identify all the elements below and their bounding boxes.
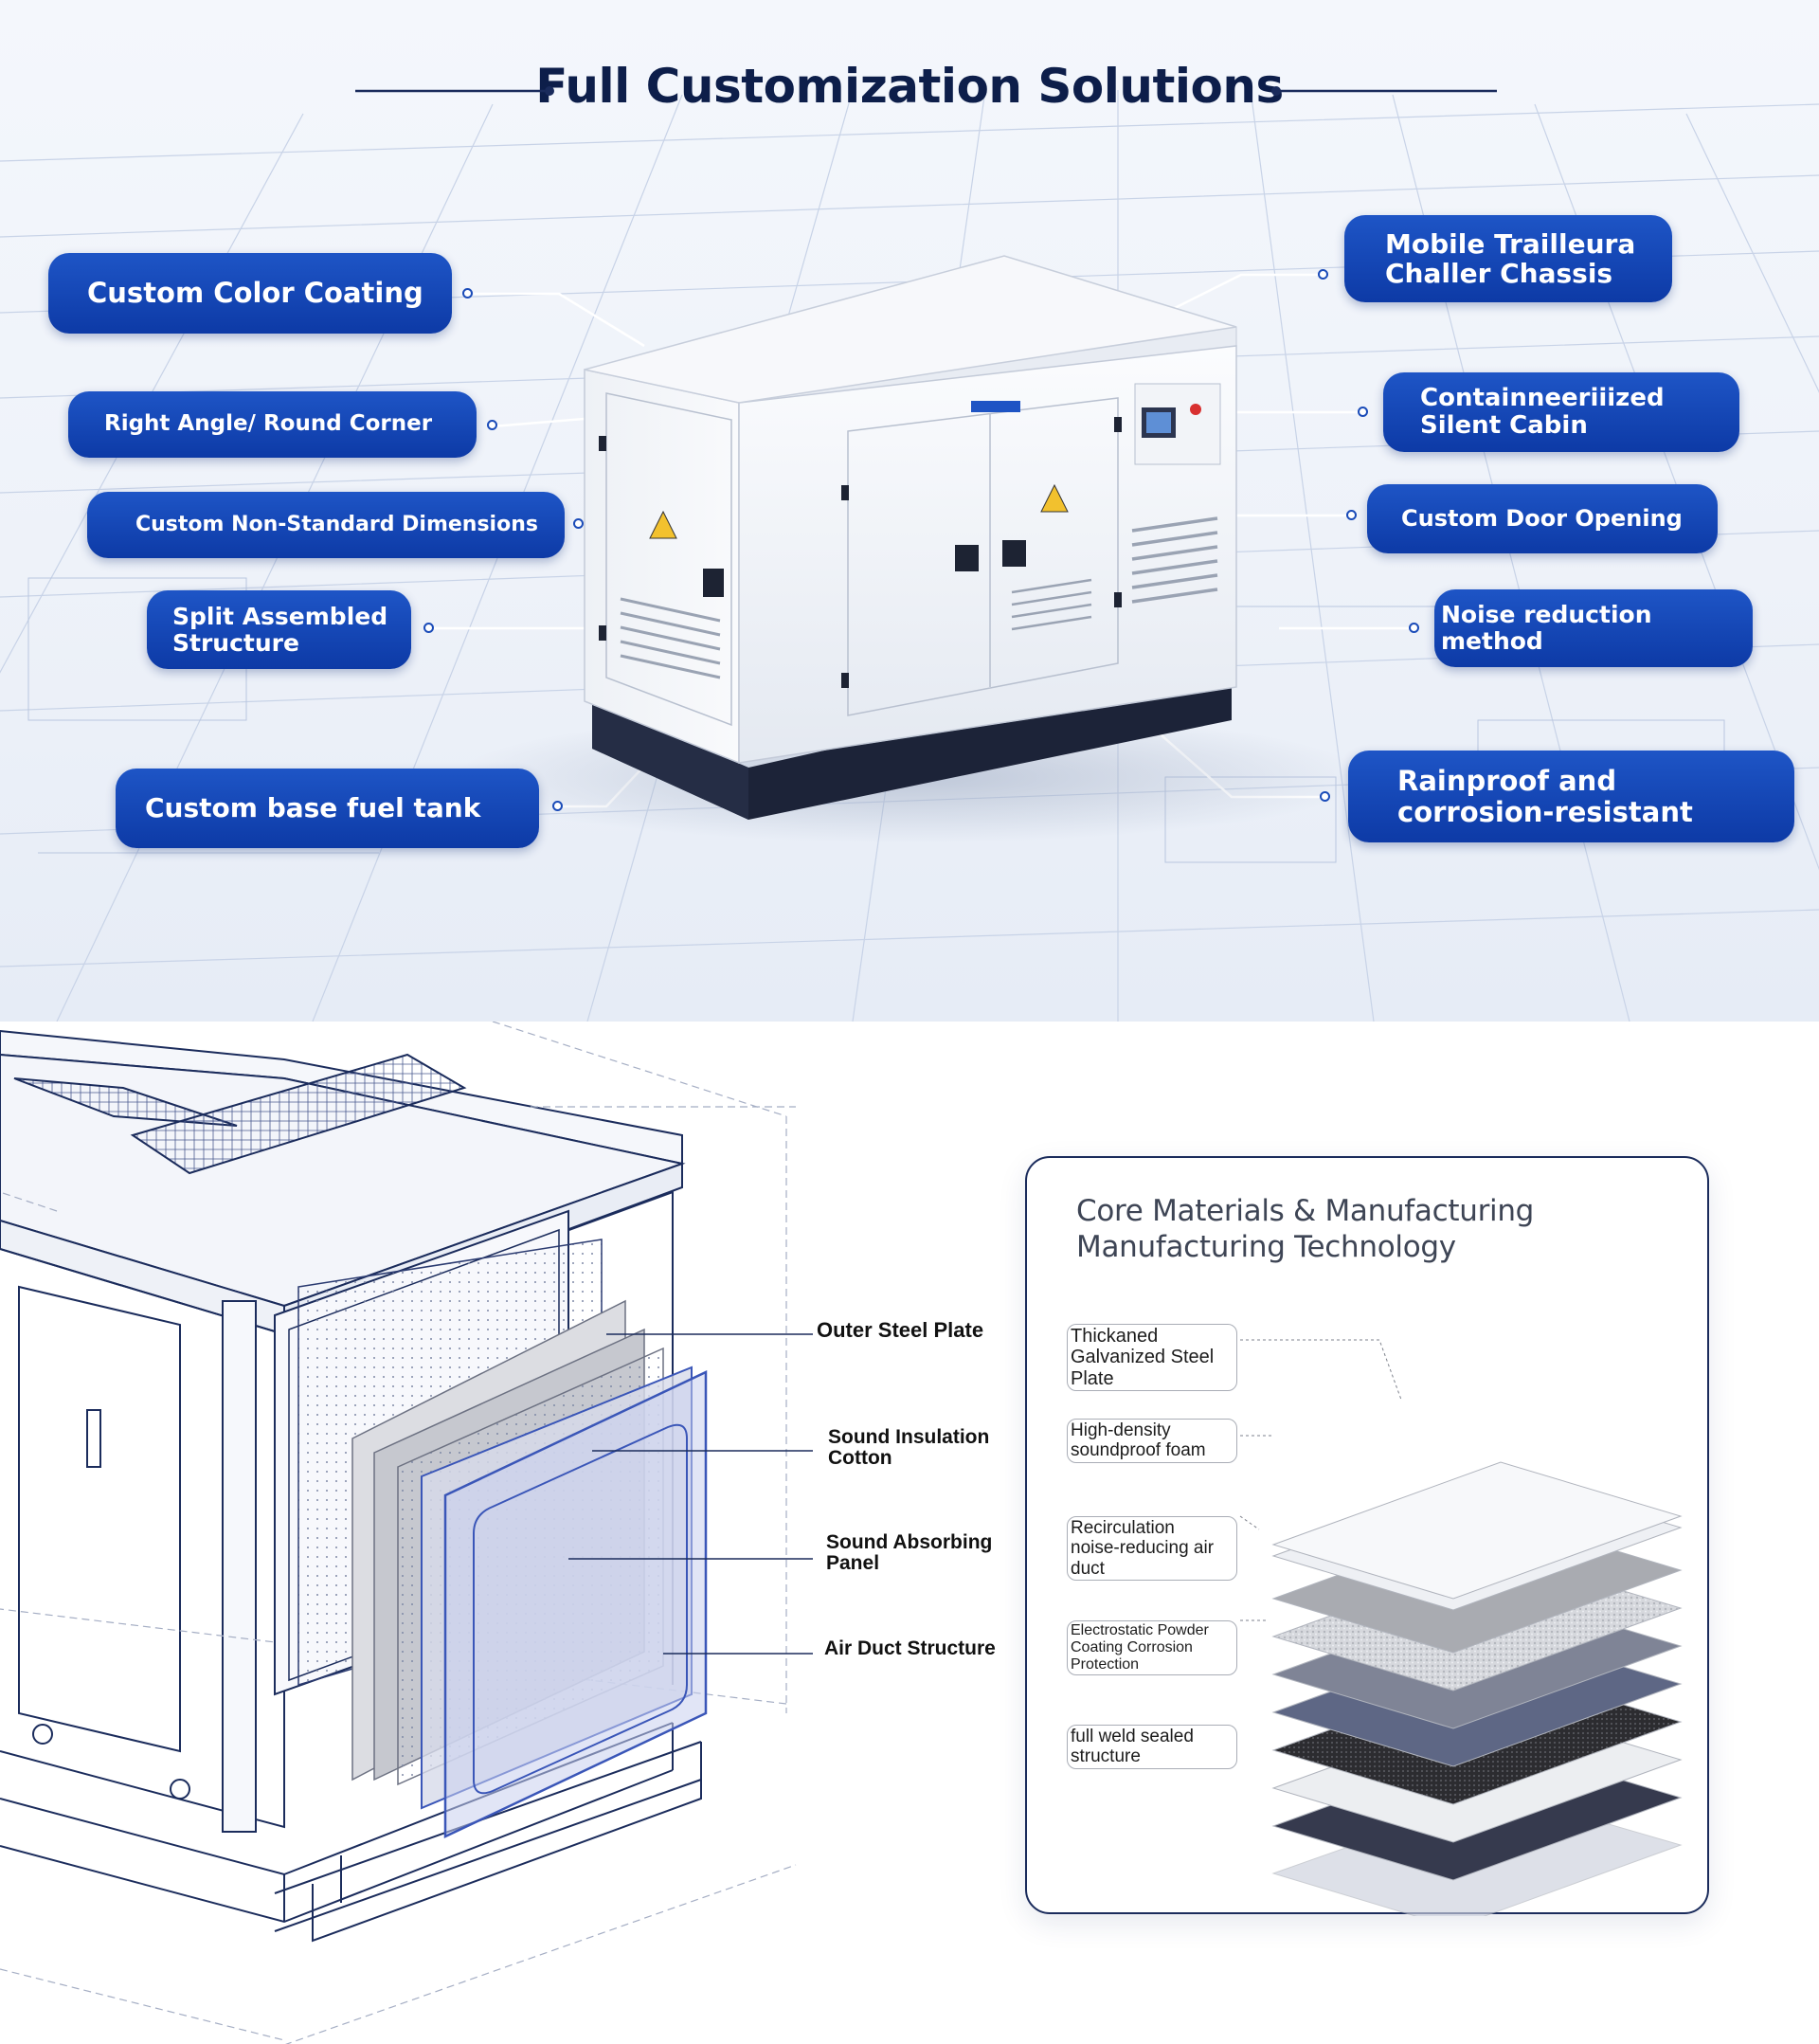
card-title: Core Materials & Manufacturing Manufactu… [1076,1194,1535,1264]
core-materials-card: Core Materials & Manufacturing Manufactu… [1025,1156,1709,1916]
callout-connector-dot [552,801,563,811]
callout-label: Mobile Trailleura Challer Chassis [1385,227,1636,289]
callout-custom-door-opening: Custom Door Opening [1367,484,1718,553]
callout-label: Custom Door Opening [1401,505,1683,533]
callout-label: Noise reduction method [1441,601,1652,655]
material-layers-stack [1239,1339,1683,1916]
material-soundproof-foam: High-density soundproof foam [1067,1419,1237,1463]
callout-connector-dot [1409,623,1419,633]
label-air-duct-structure: Air Duct Structure [824,1637,996,1659]
callout-connector-dot [1346,510,1357,520]
callout-mobile-trailer-chassis: Mobile Trailleura Challer Chassis [1344,215,1672,302]
callout-label: Containneeriiized Silent Cabin [1420,383,1665,440]
material-powder-coating: Electrostatic Powder Coating Corrosion P… [1067,1620,1237,1675]
callout-containerized-silent-cabin: Containneeriiized Silent Cabin [1383,372,1739,452]
callout-connector-dot [1318,269,1328,280]
label-sound-insulation-cotton: Sound Insulation Cotton [828,1426,990,1470]
callout-custom-base-fuel-tank: Custom base fuel tank [116,769,539,848]
callout-custom-non-standard-dimensions: Custom Non-Standard Dimensions [87,492,565,558]
material-galvanized-steel-plate: Thickaned Galvanized Steel Plate [1067,1324,1237,1392]
callout-connector-dot [423,623,434,633]
callout-custom-color-coating: Custom Color Coating [48,253,452,334]
callout-label: Custom Color Coating [87,277,423,310]
page-title: Full Customization Solutions [535,59,1284,114]
callout-connector-dot [1358,407,1368,417]
callout-label: Custom Non-Standard Dimensions [135,512,538,536]
callout-connector-dot [487,420,497,430]
callout-label: Split Assembled Structure [172,602,388,657]
callout-noise-reduction-method: Noise reduction method [1434,589,1753,667]
material-noise-reducing-air-duct: Recirculation noise-reducing air duct [1067,1516,1237,1581]
customization-section: Full Customization Solutions Custom Colo… [0,0,1819,1022]
label-sound-absorbing-panel: Sound Absorbing Panel [826,1531,993,1575]
callout-label: Right Angle/ Round Corner [104,411,433,437]
callout-rainproof-corrosion-resistant: Rainproof and corrosion-resistant [1348,751,1794,842]
material-full-weld-sealed-structure: full weld sealed structure [1067,1725,1237,1769]
callout-connector-dot [573,518,584,529]
callout-connector-dot [1320,791,1330,802]
callout-connector-dot [462,288,473,298]
title-decoration [355,86,1497,96]
generator-illustration [455,255,1364,843]
callout-label: Custom base fuel tank [145,792,481,824]
callout-split-assembled-structure: Split Assembled Structure [147,590,411,669]
callout-right-angle-round-corner: Right Angle/ Round Corner [68,391,477,458]
callout-label: Rainproof and corrosion-resistant [1397,765,1693,828]
exploded-panel-blueprint [0,1022,813,2044]
label-outer-steel-plate: Outer Steel Plate [817,1318,984,1342]
